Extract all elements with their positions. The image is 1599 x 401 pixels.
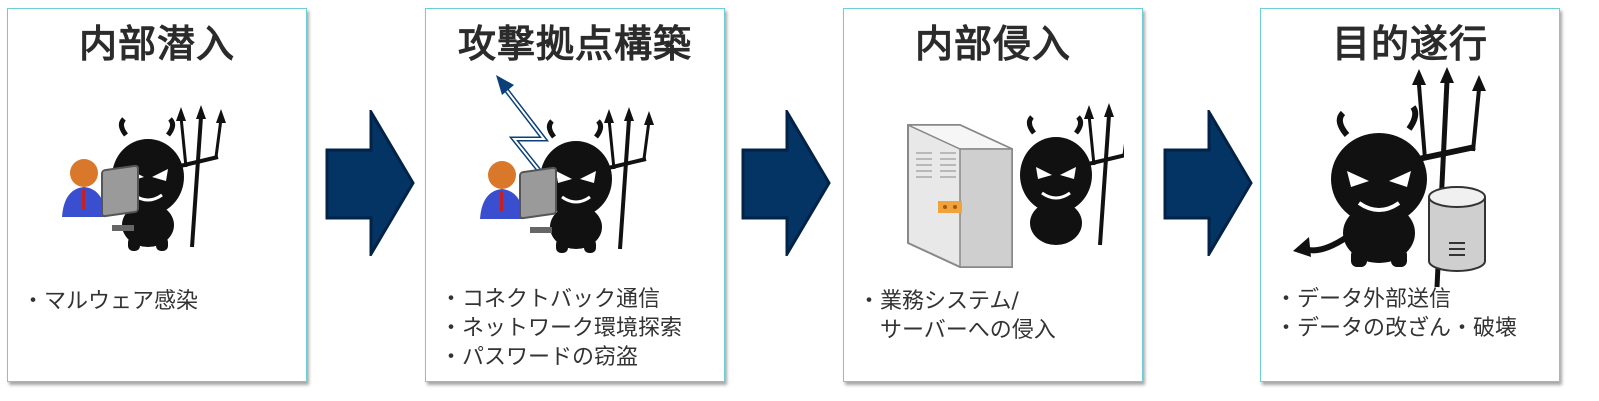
arrow-right-icon (1163, 110, 1253, 256)
stage-internal-infiltration: 内部潜入 ・マルウェア感染 (7, 8, 307, 382)
devil-user-connectback-icon (480, 75, 654, 253)
stage-bullets: ・業務システム/ サーバーへの侵入 (858, 287, 1056, 345)
bullet-item: ・ネットワーク環境探索 (440, 316, 683, 341)
stage-internal-intrusion: 内部侵入 ・業務システム/ サーバーへの侵入 (843, 8, 1143, 382)
bullet-item: ・コネクトバック通信 (440, 287, 661, 312)
stage-bullets: ・コネクトバック通信 ・ネットワーク環境探索 ・パスワードの窃盗 (440, 285, 682, 372)
bullet-item: ・業務システム/ (858, 289, 1019, 314)
stage-title: 内部潜入 (78, 22, 235, 66)
bullet-item: ・データの改ざん・破壊 (1275, 316, 1518, 341)
bullet-item: サーバーへの侵入 (858, 318, 1056, 343)
stage-title: 攻撃拠点構築 (457, 22, 692, 66)
arrow-right-icon (741, 110, 831, 256)
stage-attack-base-construction: 攻撃拠点構築 ・コネクトバック通信 ・ネットワーク環境探索 (425, 8, 725, 382)
bullet-item: ・データ外部送信 (1275, 287, 1452, 312)
stage-title: 目的遂行 (1331, 22, 1488, 66)
stage-objective-execution: 目的遂行 ・データ外部送信 ・データの改ざん・破壊 (1260, 8, 1560, 382)
stage-bullets: ・マルウェア感染 (22, 287, 198, 316)
bullet-item: ・パスワードの窃盗 (440, 345, 639, 370)
stage-title: 内部侵入 (914, 22, 1071, 66)
devil-database-icon (1293, 67, 1486, 288)
arrow-right-icon (325, 110, 415, 256)
bullet-item: ・マルウェア感染 (22, 289, 199, 314)
devil-server-icon (907, 103, 1124, 268)
devil-user-computer-icon (62, 105, 226, 251)
stage-bullets: ・データ外部送信 ・データの改ざん・破壊 (1275, 285, 1517, 343)
